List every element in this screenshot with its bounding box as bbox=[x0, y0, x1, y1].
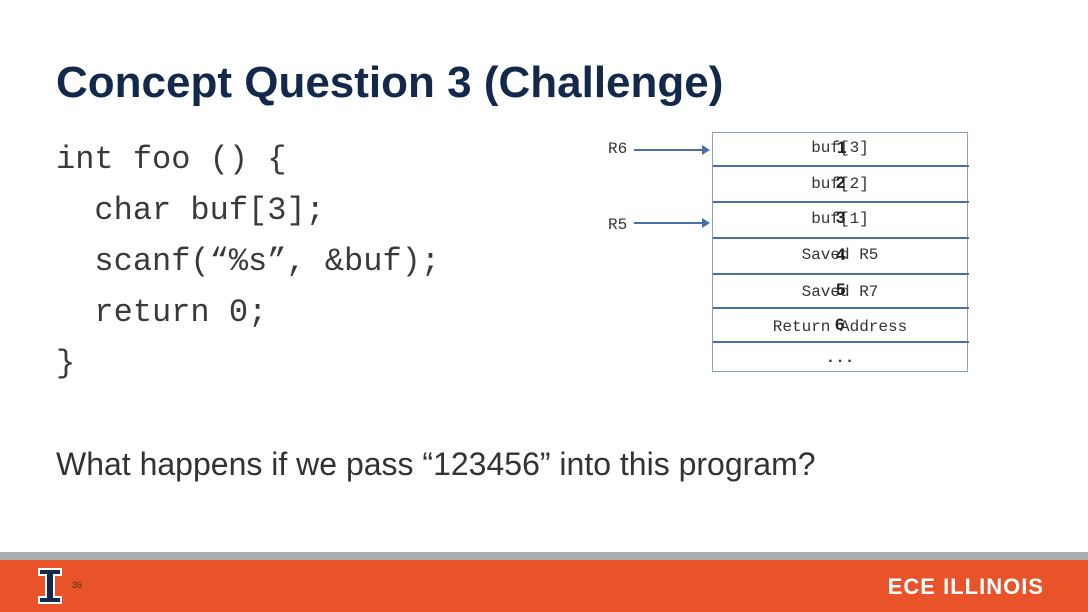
code-line: int foo () { bbox=[56, 141, 287, 178]
overlay-digit-6: 6 bbox=[835, 315, 845, 334]
overlay-digit-2: 2 bbox=[836, 173, 846, 192]
register-r6-label: R6 bbox=[608, 140, 628, 158]
question-text: What happens if we pass “123456” into th… bbox=[56, 446, 816, 482]
overlay-digit-5: 5 bbox=[836, 280, 846, 299]
code-line: } bbox=[56, 345, 76, 382]
overlay-digit-3: 3 bbox=[836, 208, 846, 227]
stack-cell-buf3: buf[3] bbox=[811, 139, 869, 157]
footer-bar: 36 ECE ILLINOIS bbox=[0, 560, 1088, 612]
r6-pointer-arrow bbox=[634, 145, 710, 155]
register-r5-label: R5 bbox=[608, 216, 628, 234]
stack-cell-buf1: buf[1] bbox=[811, 210, 869, 228]
stack-divider bbox=[713, 201, 969, 203]
stack-cell-ellipsis: ... bbox=[825, 349, 855, 367]
stack-cell-buf2: buf[2] bbox=[811, 175, 869, 193]
stack-cell-saved-r5: Saved R5 bbox=[801, 246, 879, 264]
stack-cell-return-address: Return Address bbox=[772, 318, 908, 336]
page-number: 36 bbox=[72, 580, 83, 590]
stack-divider bbox=[713, 273, 969, 275]
stack-diagram: buf[3] buf[2] buf[1] Saved R5 Saved R7 R… bbox=[712, 132, 969, 372]
slide-title: Concept Question 3 (Challenge) bbox=[56, 58, 724, 107]
code-line: scanf(“%s”, &buf); bbox=[56, 243, 441, 280]
stack-divider bbox=[713, 165, 969, 167]
illinois-block-i-logo bbox=[38, 568, 62, 604]
code-line: return 0; bbox=[56, 294, 268, 331]
stack-divider bbox=[713, 307, 969, 309]
overlay-digit-4: 4 bbox=[836, 245, 846, 264]
stack-cell-saved-r7: Saved R7 bbox=[801, 283, 879, 301]
stack-divider bbox=[713, 237, 969, 239]
code-line: char buf[3]; bbox=[56, 192, 325, 229]
stack-divider bbox=[713, 341, 969, 343]
footer-stripe bbox=[0, 552, 1088, 560]
code-block: int foo () { char buf[3]; scanf(“%s”, &b… bbox=[56, 134, 440, 389]
brand-wordmark: ECE ILLINOIS bbox=[887, 574, 1044, 599]
r5-pointer-arrow bbox=[634, 218, 710, 228]
overlay-digit-1: 1 bbox=[837, 138, 847, 157]
